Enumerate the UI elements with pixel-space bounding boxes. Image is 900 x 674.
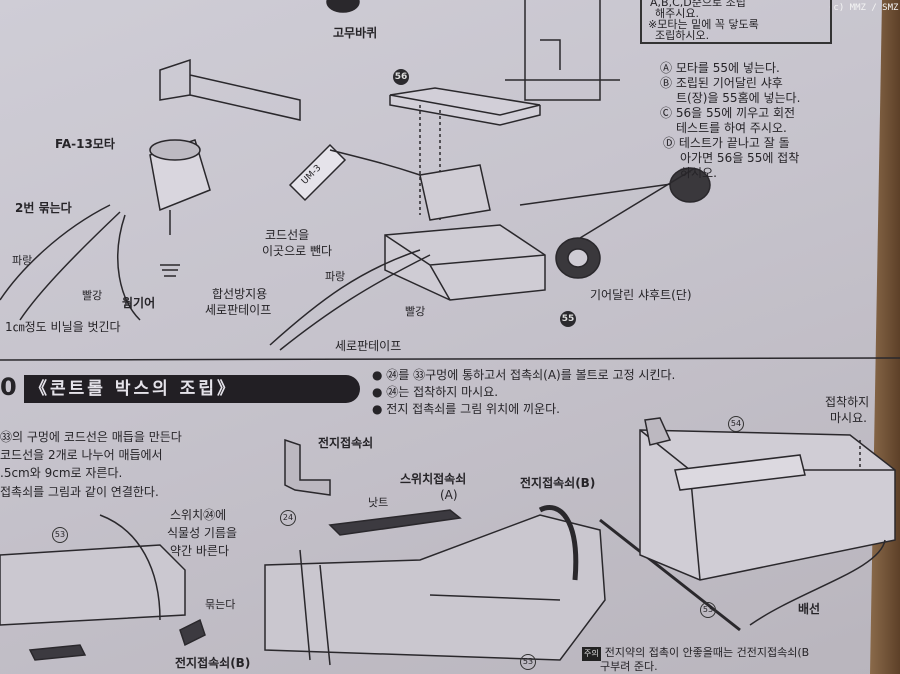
label-nut: 낫트 (368, 496, 389, 509)
part-24-marker: 24 (280, 510, 296, 526)
paragraph-line: 코드선을 2개로 나누어 매듭에서 (0, 448, 163, 462)
step-c: Ⓒ 56을 55에 끼우고 회전 (660, 106, 796, 120)
box-line: A,B,C,D순으로 조립 (650, 0, 746, 9)
label-short-prevent: 합선방지용 (212, 287, 268, 301)
label-battery-contact-b: 전지접속쇠(B) (520, 476, 596, 490)
label-no-glue: 마시요. (830, 411, 867, 425)
part-53-marker: 53 (700, 602, 716, 618)
step-b: Ⓑ 조립된 기어달린 샤후 (660, 76, 783, 90)
section-number: 0 (0, 373, 17, 401)
label-battery-contact-b: 전지접속쇠(B) (175, 656, 251, 670)
label-strip: 1㎝정도 비닐을 벗긴다 (5, 320, 121, 334)
note-tag: 주의 (582, 647, 601, 661)
label-cord-out: 코드선을 (265, 228, 310, 242)
section-title: 《콘트롤 박스의 조립》 (24, 375, 360, 403)
label-tie: 묶는다 (205, 598, 236, 611)
label-motor: FA-13모타 (55, 137, 115, 151)
label-switch-oil: 식물성 기름을 (167, 526, 238, 540)
box-line: ※모타는 밑에 꼭 닿도록 (648, 18, 759, 31)
rubber-wheel-drawing (326, 0, 360, 13)
label-switch-contact-a: (A) (440, 488, 458, 502)
label-tie-twice: 2번 묶는다 (15, 201, 72, 215)
part-55-marker: 55 (560, 311, 576, 327)
watermark: (c) MMZ / SMZ (828, 3, 899, 13)
step-b-cont: 트(장)을 55홈에 넣는다. (676, 91, 801, 105)
part-53-marker: 53 (52, 527, 68, 543)
step-c-cont: 테스트를 하여 주시오. (676, 121, 787, 135)
note-line: 전지약의 접촉이 안좋을때는 건전지접속쇠(B (604, 646, 810, 659)
step-d-cont: 아가면 56을 55에 접착 (680, 151, 800, 165)
label-blue: 파랑 (325, 270, 346, 283)
step-a: Ⓐ 모타를 55에 넣는다. (660, 61, 780, 75)
bullet: ● ㉔는 접착하지 마시요. (372, 385, 499, 399)
label-wiring: 배선 (798, 602, 821, 616)
box-line: 해주시요. (655, 7, 699, 20)
paragraph-line: ㉝의 구멍에 코드선은 매듭을 만든다 (0, 430, 182, 444)
step-d: Ⓓ 테스트가 끝나고 잘 돌 (663, 136, 790, 150)
part-56-marker: 56 (393, 69, 409, 85)
label-battery-contact: 전지접속쇠 (318, 436, 374, 450)
step-d-cont: 하시오. (680, 166, 717, 180)
part-53-marker: 53 (520, 654, 536, 670)
label-worm-gear: 웜기어 (122, 296, 156, 310)
paragraph-line: .5cm와 9cm로 자른다. (0, 466, 123, 480)
label-red: 빨강 (82, 289, 103, 302)
label-cellophane: 세로판테이프 (335, 339, 402, 353)
box-line: 조립하시오. (655, 29, 710, 42)
bullet: ● ㉔를 ㉝구멍에 통하고서 접촉쇠(A)를 볼트로 고정 시킨다. (372, 368, 676, 382)
bullet: ● 전지 접촉쇠를 그림 위치에 끼운다. (372, 402, 560, 416)
label-rubber-wheel: 고무바퀴 (333, 26, 378, 40)
note-line: 구부려 준다. (600, 660, 658, 673)
label-red: 빨강 (405, 305, 426, 318)
label-switch-oil: 스위치㉔에 (170, 508, 227, 522)
paragraph-line: 접촉쇠를 그림과 같이 연결한다. (0, 485, 159, 499)
label-gear-shaft: 기어달린 샤후트(단) (590, 288, 692, 302)
label-switch-contact: 스위치접속쇠 (400, 472, 467, 486)
label-blue: 파랑 (12, 254, 33, 267)
note-box (640, 0, 832, 44)
label-switch-oil: 약간 바른다 (170, 544, 230, 558)
label-short-prevent: 세로판테이프 (205, 303, 272, 317)
label-cord-out: 이곳으로 뺀다 (262, 244, 333, 258)
part-54-marker: 54 (728, 416, 744, 432)
label-no-glue: 접착하지 (825, 395, 870, 409)
